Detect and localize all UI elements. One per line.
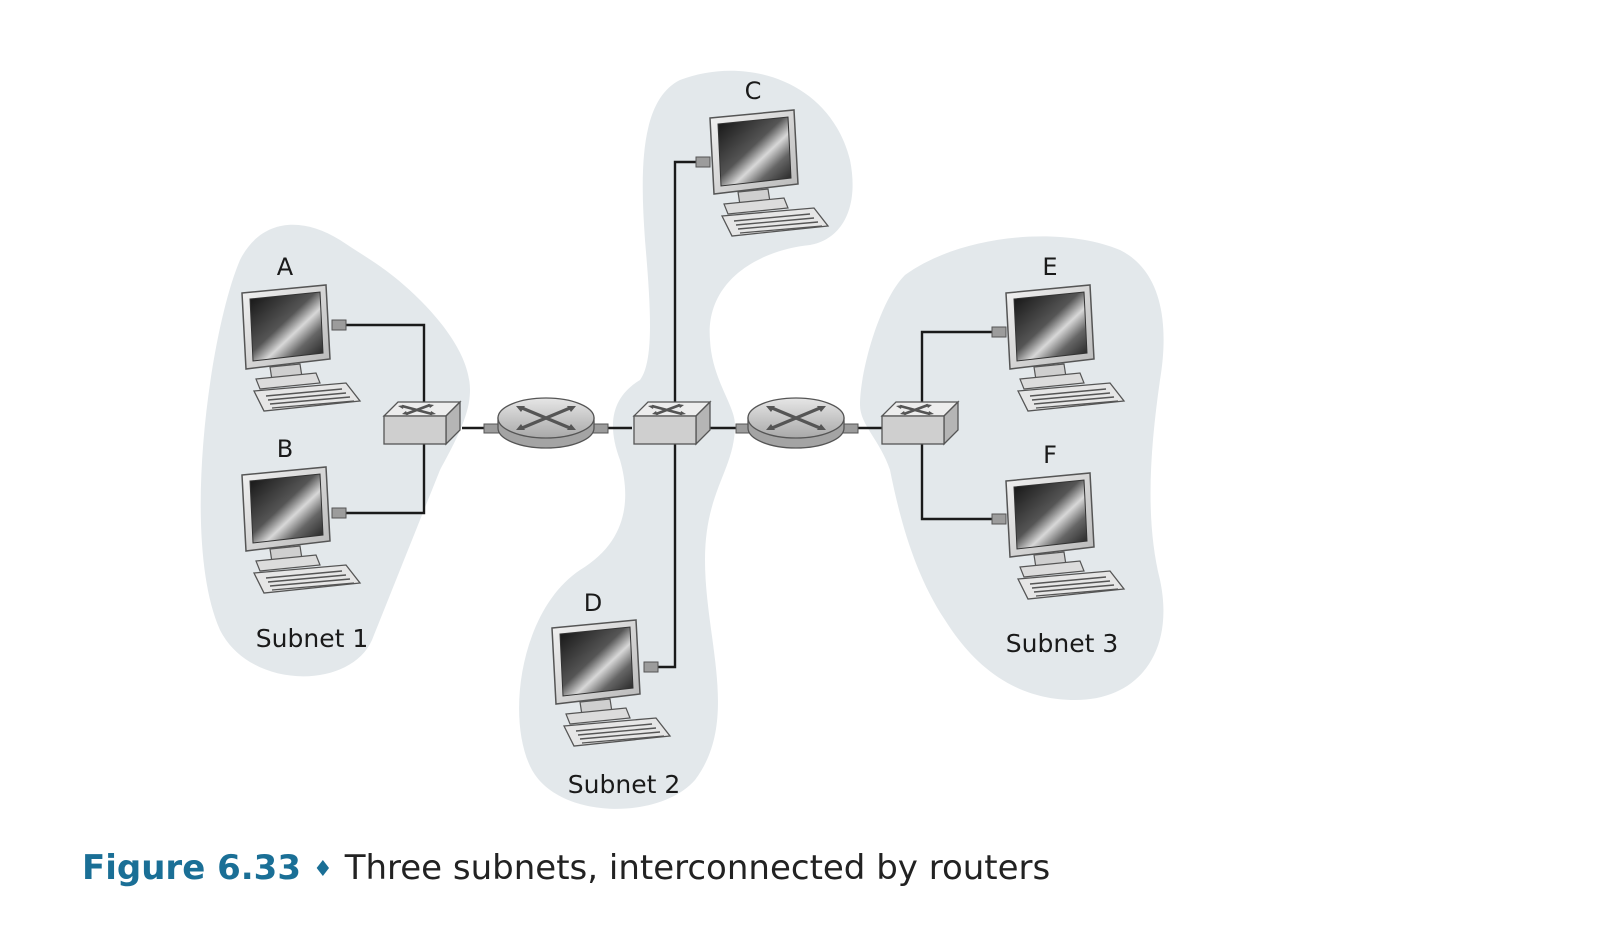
figure-caption-text: Three subnets, interconnected by routers (344, 848, 1051, 888)
host-label-a: A (277, 253, 294, 281)
subnet-1-region (200, 224, 471, 677)
router-left (496, 396, 596, 450)
host-label-c: C (745, 77, 762, 105)
switch-subnet-2 (632, 400, 712, 446)
subnet-3-label: Subnet 3 (1006, 629, 1118, 658)
caption-separator: ♦ (312, 857, 333, 882)
network-diagram: A B C D E F Subnet 1 Subnet 2 Subnet 3 (200, 70, 1164, 809)
figure-number: Figure 6.33 (82, 848, 301, 888)
router-right (746, 396, 846, 450)
host-label-f: F (1043, 441, 1057, 469)
host-label-b: B (277, 435, 293, 463)
switch-subnet-3 (880, 400, 960, 446)
figure-caption: Figure 6.33 ♦ Three subnets, interconnecte… (82, 848, 1050, 888)
switch-subnet-1 (382, 400, 462, 446)
host-label-d: D (584, 589, 602, 617)
subnet-2-label: Subnet 2 (568, 770, 680, 799)
host-label-e: E (1042, 253, 1057, 281)
subnet-1-label: Subnet 1 (256, 624, 368, 653)
